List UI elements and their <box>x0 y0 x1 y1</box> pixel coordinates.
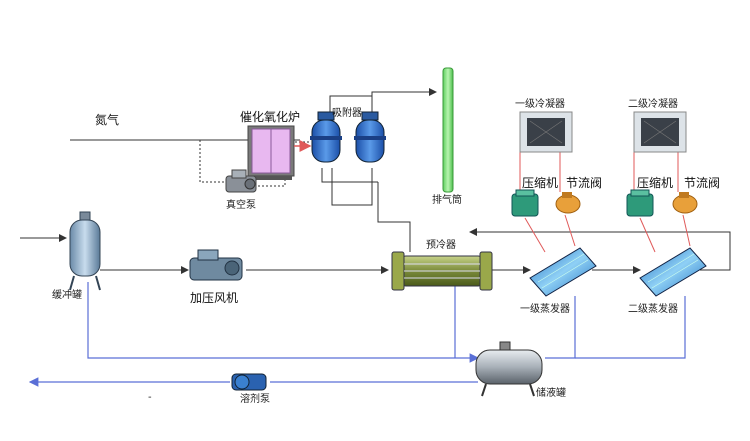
label-evaporator-1: 一级蒸发器 <box>520 302 570 315</box>
evaporator-2-unit <box>639 247 707 297</box>
compressor-2-unit <box>626 189 654 217</box>
throttle-2-unit <box>672 192 698 214</box>
vacuum-pump <box>225 169 257 193</box>
label-nitrogen: 氮气 <box>95 112 119 127</box>
label-buffer-tank: 缓冲罐 <box>52 288 82 301</box>
label-throttle-2: 节流阀 <box>684 176 720 190</box>
label-booster-fan: 加压风机 <box>190 291 238 305</box>
label-dash: - <box>148 392 152 403</box>
evaporator-1-unit <box>529 247 597 297</box>
label-adsorber: 吸附器 <box>332 106 362 119</box>
throttle-1-unit <box>555 192 581 214</box>
catalytic-furnace <box>247 125 295 180</box>
label-catalytic-furnace: 催化氧化炉 <box>240 110 300 124</box>
adsorber-right <box>354 111 386 163</box>
condenser-2-unit <box>633 111 687 153</box>
exhaust-stack <box>442 67 454 193</box>
storage-tank-unit <box>475 341 543 397</box>
refrigerant-lines <box>519 150 691 253</box>
label-throttle-1: 节流阀 <box>566 176 602 190</box>
solvent-pump-unit <box>231 373 267 391</box>
label-compressor-1: 压缩机 <box>522 175 558 190</box>
label-evaporator-2: 二级蒸发器 <box>628 302 678 315</box>
label-exhaust-stack: 排气筒 <box>432 193 462 206</box>
liquid-lines <box>28 282 686 387</box>
buffer-tank-unit <box>69 211 101 291</box>
precooler-unit <box>391 251 493 291</box>
label-compressor-2: 压缩机 <box>637 175 673 190</box>
label-condenser-1: 一级冷凝器 <box>515 97 565 110</box>
label-condenser-2: 二级冷凝器 <box>628 97 678 110</box>
booster-fan-unit <box>189 249 243 281</box>
label-vacuum-pump: 真空泵 <box>226 198 256 211</box>
condenser-1-unit <box>519 111 573 153</box>
adsorber-left <box>310 111 342 163</box>
label-storage-tank: 储液罐 <box>536 386 566 399</box>
compressor-1-unit <box>511 189 539 217</box>
label-precooler: 预冷器 <box>426 238 456 251</box>
label-solvent-pump: 溶剂泵 <box>240 392 270 405</box>
